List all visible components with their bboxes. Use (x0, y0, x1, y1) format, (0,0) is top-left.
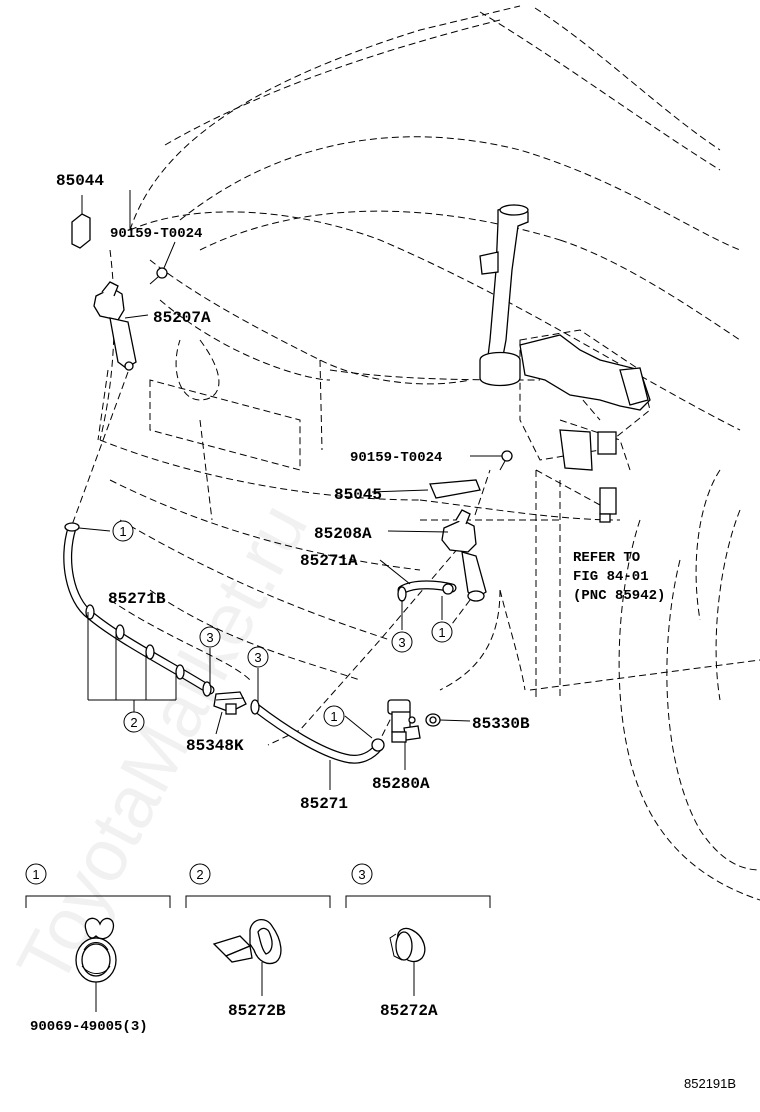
label-85044: 85044 (56, 172, 104, 190)
svg-text:3: 3 (358, 867, 365, 882)
label-85348K: 85348K (186, 737, 244, 755)
label-85271: 85271 (300, 795, 348, 813)
svg-text:3: 3 (254, 650, 261, 665)
watermark: ToyotaMarket.ru (1, 490, 323, 997)
svg-text:1: 1 (32, 867, 39, 882)
legend-3: 3 85272A (345, 863, 491, 1020)
clip-85272A-icon (389, 927, 426, 963)
callout-1-a: 1 (112, 520, 134, 542)
washer-tank-neck (479, 204, 651, 523)
legend-1: 1 90069-49005(3) (25, 863, 171, 1035)
callout-3-b: 3 (247, 646, 269, 668)
callout-1-c: 1 (431, 621, 453, 643)
legend-2: 2 85272B (185, 863, 331, 1020)
left-headlamp-nozzle (71, 213, 168, 371)
label-90069: 90069-49005(3) (30, 1019, 148, 1035)
callout-3-a: 3 (199, 626, 221, 648)
right-headlamp-nozzle (429, 450, 513, 602)
svg-text:1: 1 (438, 625, 445, 640)
label-85208A: 85208A (314, 525, 372, 543)
label-85045: 85045 (334, 486, 382, 504)
svg-text:1: 1 (119, 524, 126, 539)
clamp-90069-icon (75, 917, 117, 983)
leader-lines (78, 190, 502, 790)
label-85272B: 85272B (228, 1002, 286, 1020)
hose-clips (64, 522, 454, 752)
diagram-code: 852191B (684, 1076, 736, 1091)
label-85271A: 85271A (300, 552, 358, 570)
label-85330B: 85330B (472, 715, 530, 733)
label-90159-top: 90159-T0024 (110, 226, 202, 242)
label-85280A: 85280A (372, 775, 430, 793)
svg-text:3: 3 (398, 635, 405, 650)
svg-text:2: 2 (130, 715, 137, 730)
hose-85271 (250, 702, 385, 764)
label-85207A: 85207A (153, 309, 211, 327)
refer-line-3: (PNC 85942) (573, 588, 665, 604)
washer-pump-85280A (387, 699, 421, 743)
vehicle-outline (71, 5, 760, 901)
callout-1-b: 1 (323, 705, 345, 727)
legend-section: 1 90069-49005(3) 2 (25, 863, 491, 1035)
hose-joint-85348K (213, 691, 247, 715)
label-85272A: 85272A (380, 1002, 438, 1020)
refer-line-1: REFER TO (573, 550, 640, 566)
label-90159-mid: 90159-T0024 (350, 450, 442, 466)
svg-text:2: 2 (196, 867, 203, 882)
clip-85272B-icon (212, 919, 282, 965)
callout-3-c: 3 (391, 631, 413, 653)
grommet-85330B (425, 713, 441, 727)
label-85271B: 85271B (108, 590, 166, 608)
svg-text:1: 1 (330, 709, 337, 724)
svg-text:3: 3 (206, 630, 213, 645)
callout-2-a: 2 (123, 711, 145, 733)
refer-line-2: FIG 84-01 (573, 569, 649, 585)
